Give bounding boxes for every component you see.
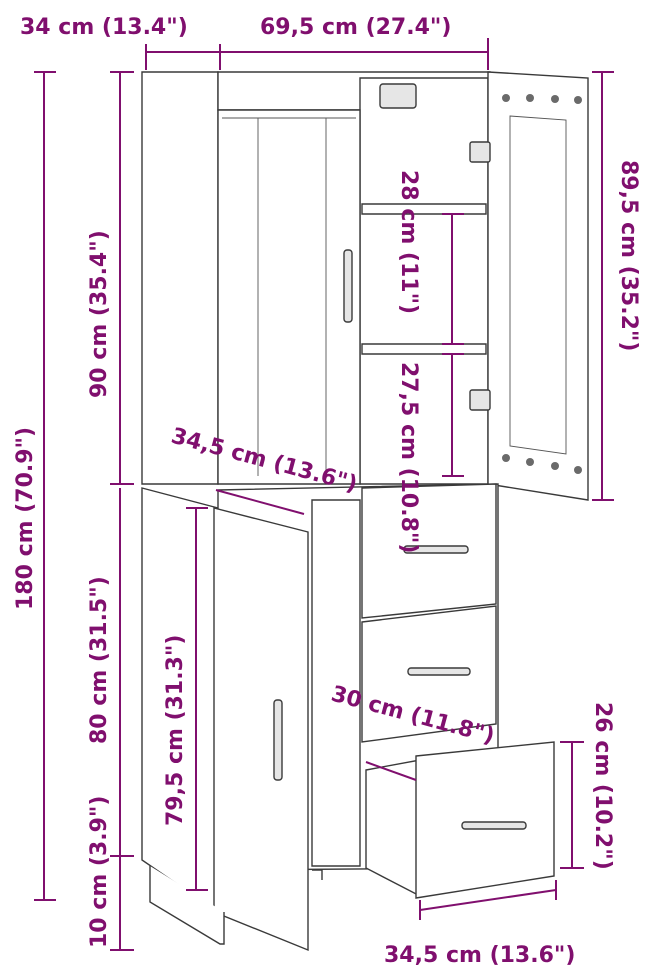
- upper-right-door-glass: [509, 115, 567, 455]
- upper-shelf: [361, 343, 487, 355]
- upper-door-handle: [343, 249, 353, 323]
- door-screw: [574, 466, 582, 474]
- door-screw: [574, 96, 582, 104]
- label-total-height: 180 cm (70.9"): [13, 427, 38, 610]
- drawer-1-handle: [403, 545, 469, 554]
- label-lower-height: 80 cm (31.5"): [87, 576, 112, 744]
- cabinet-leg: [312, 869, 323, 880]
- door-screw: [502, 454, 510, 462]
- hinge-bracket: [379, 83, 417, 109]
- door-hinge: [469, 389, 491, 411]
- label-drawer-width: 34,5 cm (13.6"): [384, 943, 575, 968]
- upper-side-panel: [141, 71, 219, 485]
- label-shelf-gap-2: 27,5 cm (10.8"): [396, 362, 421, 553]
- dim-line-drawer-width: [419, 889, 557, 911]
- lower-door-handle: [273, 699, 283, 781]
- door-hinge: [469, 141, 491, 163]
- label-leg-height: 10 cm (3.9"): [87, 796, 112, 948]
- lower-interior: [311, 499, 361, 867]
- drawer-3: [415, 741, 555, 899]
- label-upper-door-height: 89,5 cm (35.2"): [616, 160, 641, 351]
- lower-left-door: [213, 507, 309, 952]
- dimension-lines: [34, 38, 614, 951]
- dim-line-drawer-depth: [365, 761, 417, 781]
- door-screw: [551, 95, 559, 103]
- label-shelf-gap-1: 28 cm (11"): [396, 170, 421, 314]
- cabinet-drawing: [141, 71, 589, 952]
- door-screw: [526, 458, 534, 466]
- drawer-3-handle: [461, 821, 527, 830]
- cabinet-leg: [149, 866, 225, 945]
- upper-right-compartment: [359, 77, 489, 485]
- upper-shelf: [361, 203, 487, 215]
- upper-left-door: [217, 109, 361, 485]
- label-depth-top: 34 cm (13.4"): [20, 15, 188, 40]
- label-door-height: 79,5 cm (31.3"): [163, 635, 188, 826]
- label-upper-height: 90 cm (35.4"): [87, 230, 112, 398]
- door-screw: [551, 462, 559, 470]
- door-screw: [502, 94, 510, 102]
- label-width-top: 69,5 cm (27.4"): [260, 15, 451, 40]
- drawer-2-handle: [407, 667, 471, 676]
- label-drawer-height: 26 cm (10.2"): [590, 702, 615, 870]
- door-screw: [526, 94, 534, 102]
- upper-right-door: [487, 71, 589, 501]
- drawer-3-box: [365, 759, 421, 898]
- dim-line-inner-depth: [215, 489, 305, 515]
